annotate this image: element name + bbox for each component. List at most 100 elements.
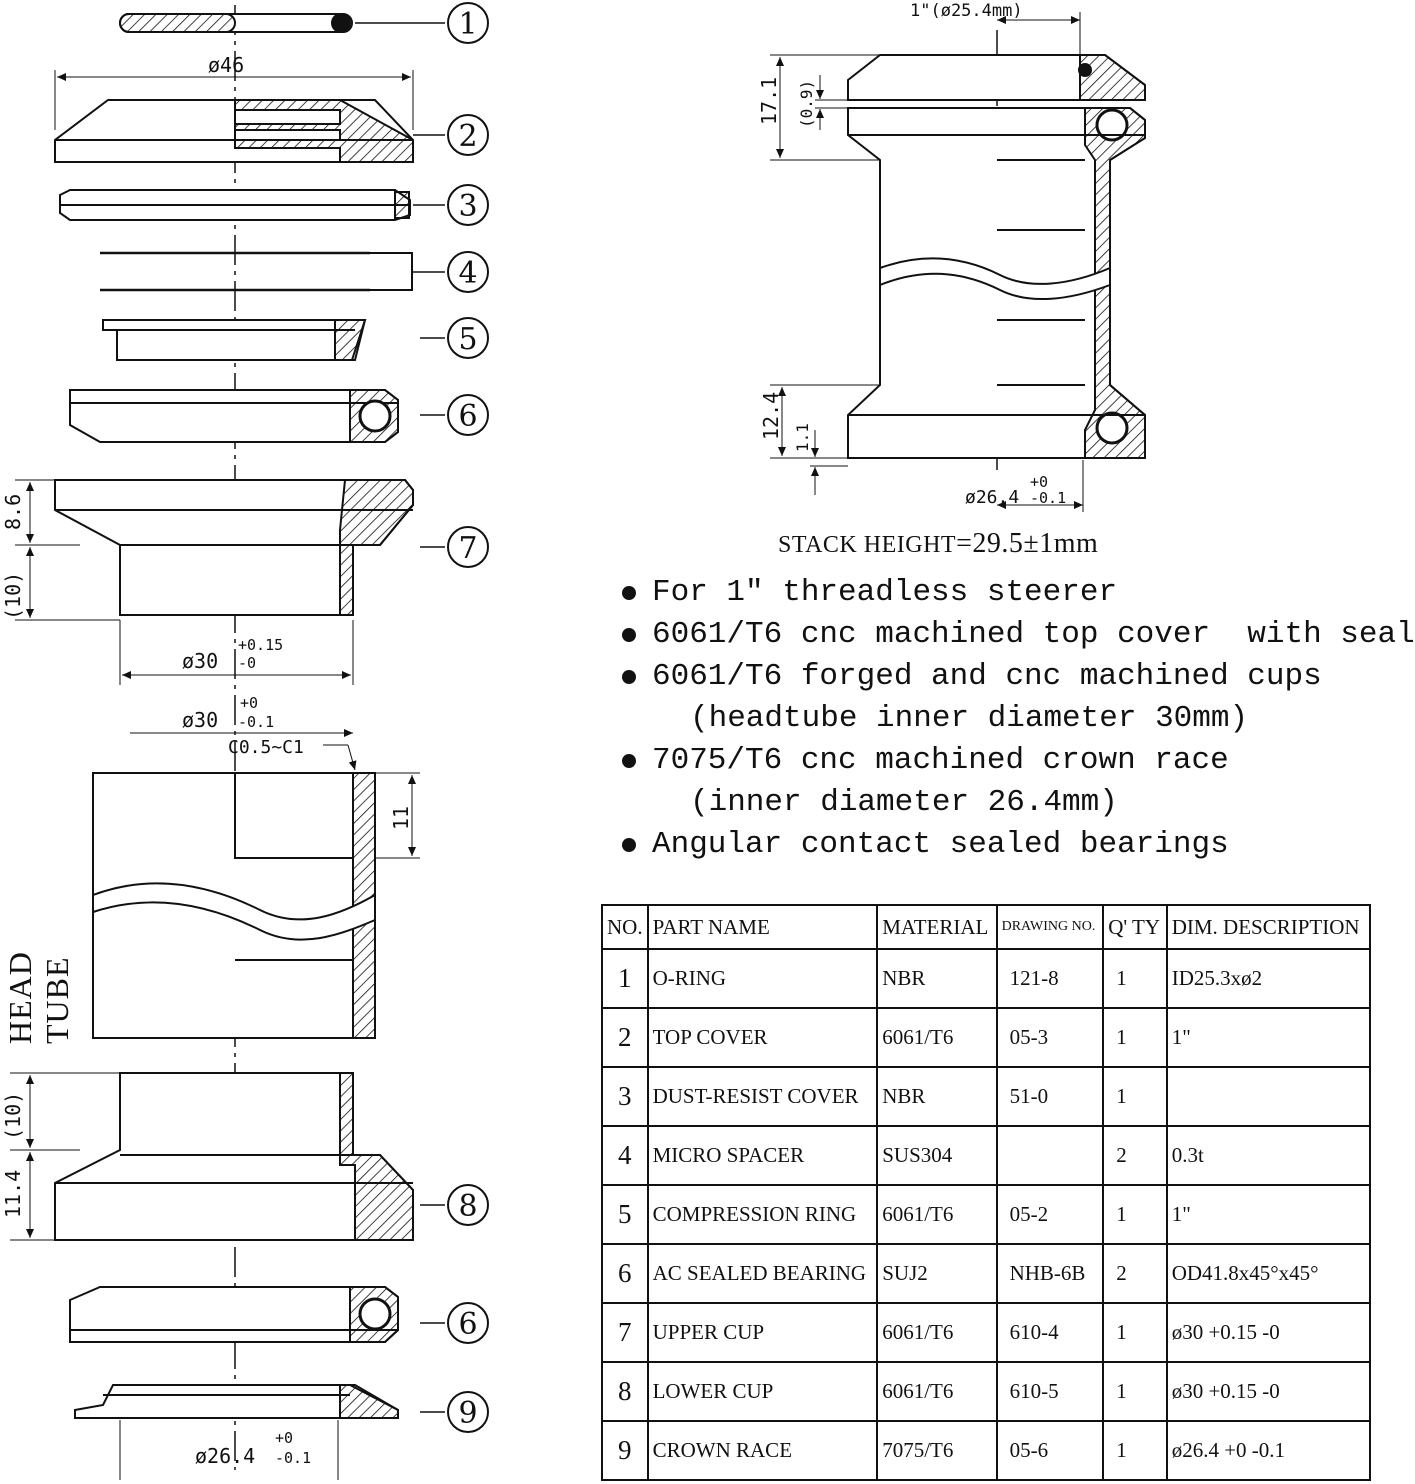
cell-material: NBR	[876, 948, 998, 1009]
bullet-icon	[622, 754, 636, 768]
callout-label: 1	[458, 7, 477, 42]
cell-qty: 1	[1102, 948, 1168, 1009]
cell-part-name: O-RING	[646, 948, 879, 1009]
cell-dim: OD41.8x45°x45°	[1165, 1243, 1372, 1304]
cell-drawing-no: 05-3	[995, 1007, 1105, 1068]
header-part-name: PART NAME	[646, 904, 879, 950]
cell-dim: 1"	[1165, 1184, 1372, 1245]
cell-no: 8	[601, 1361, 649, 1422]
cell-no: 1	[601, 948, 649, 1009]
cell-part-name: MICRO SPACER	[646, 1125, 879, 1186]
bullet-icon	[622, 586, 636, 600]
cell-drawing-no: 610-4	[995, 1302, 1105, 1363]
compression-ring-part	[102, 319, 367, 361]
cell-material: 6061/T6	[876, 1361, 998, 1422]
stack-height: STACK HEIGHT=29.5±1mm	[778, 528, 1098, 560]
cell-part-name: UPPER CUP	[646, 1302, 879, 1363]
cell-dim: 1"	[1165, 1007, 1372, 1068]
callout-label: 7	[458, 531, 477, 566]
callout-label: 8	[458, 1189, 477, 1224]
dim-steerer-diameter: 1"(ø25.4mm)	[910, 1, 1023, 21]
head-tube-section	[92, 729, 420, 1039]
spec-item: Angular contact sealed bearings	[620, 824, 1415, 866]
cell-qty: 1	[1102, 1066, 1168, 1127]
callout-9	[447, 1391, 489, 1433]
callout-2	[447, 114, 489, 156]
assembly-section-drawing	[770, 12, 1146, 512]
table-header-row: NO. PART NAME MATERIAL DRAWING NO. Q' TY…	[601, 904, 1372, 950]
callout-label: 4	[458, 256, 477, 291]
cell-part-name: LOWER CUP	[646, 1361, 879, 1422]
callout-label: 2	[458, 119, 477, 154]
bullet-icon	[622, 670, 636, 684]
cell-qty: 1	[1102, 1184, 1168, 1245]
cell-qty: 1	[1102, 1361, 1168, 1422]
cell-no: 5	[601, 1184, 649, 1245]
dim-diameter-30-bore: ø30	[182, 708, 218, 732]
spec-text: 6061/T6 forged and cnc machined cups	[652, 659, 1322, 694]
dim-tolerance-upper: +0	[1030, 473, 1048, 491]
cell-qty: 2	[1102, 1125, 1168, 1186]
dim-height-8-6: 8.6	[1, 494, 25, 530]
dim-tolerance-upper: +0	[240, 694, 258, 712]
callout-1	[447, 2, 489, 44]
upper-cup-part	[15, 479, 414, 685]
spec-subtext: (inner diameter 26.4mm)	[690, 785, 1118, 820]
dim-height-10: (10)	[1, 572, 25, 620]
callout-5	[447, 317, 489, 359]
upper-bearing-part	[69, 389, 399, 443]
cell-drawing-no: 610-5	[995, 1361, 1105, 1422]
callout-6b	[447, 1302, 489, 1344]
top-cover-part	[54, 70, 414, 163]
dim-tolerance-lower: -0.1	[275, 1449, 311, 1467]
callout-label: 9	[458, 1396, 477, 1431]
cell-qty: 1	[1102, 1420, 1168, 1481]
cell-material: SUJ2	[876, 1243, 998, 1304]
header-no: NO.	[601, 904, 649, 950]
dim-height-0-9: (0.9)	[797, 80, 816, 128]
cell-no: 6	[601, 1243, 649, 1304]
micro-spacer-part	[100, 251, 413, 292]
callout-label: 5	[458, 322, 477, 357]
stack-height-value: =29.5±1mm	[956, 528, 1099, 559]
dim-height-1-1: 1.1	[793, 423, 812, 452]
dim-tolerance-lower: -0.1	[1030, 489, 1066, 507]
spec-list: For 1" threadless steerer 6061/T6 cnc ma…	[620, 572, 1415, 866]
dim-height-11: 11	[389, 806, 413, 830]
bullet-icon	[622, 628, 636, 642]
cell-no: 3	[601, 1066, 649, 1127]
dim-height-12-4: 12.4	[759, 392, 783, 440]
head-tube-label: HEAD TUBE	[2, 951, 75, 1044]
dim-height-11-4: 11.4	[1, 1170, 25, 1218]
dim-crown-race-diameter: ø26.4	[965, 487, 1019, 508]
exploded-headset-drawing: 1 2 3 4 5 6 7 8 6 9 ø46 8.6 (10) ø30 +0.…	[1, 1, 1146, 1480]
cell-part-name: CROWN RACE	[646, 1420, 879, 1481]
cell-no: 9	[601, 1420, 649, 1481]
callout-6	[447, 394, 489, 436]
cell-material: NBR	[876, 1066, 998, 1127]
cell-material: 6061/T6	[876, 1302, 998, 1363]
callout-8	[447, 1184, 489, 1226]
cell-material: 6061/T6	[876, 1184, 998, 1245]
spec-text: 7075/T6 cnc machined crown race	[652, 743, 1229, 778]
cell-material: 7075/T6	[876, 1420, 998, 1481]
dim-height-17-1: 17.1	[757, 77, 781, 125]
lower-cup-part	[10, 1072, 414, 1241]
spec-item: 6061/T6 forged and cnc machined cups(hea…	[620, 656, 1415, 740]
bullet-icon	[622, 838, 636, 852]
callout-label: 3	[458, 189, 477, 224]
lower-bearing-part	[69, 1286, 399, 1343]
callout-label: 6	[458, 1307, 477, 1342]
cell-drawing-no: 05-6	[995, 1420, 1105, 1481]
header-dim-description: DIM. DESCRIPTION	[1165, 904, 1372, 950]
dim-diameter-46: ø46	[208, 53, 244, 77]
o-ring-part	[119, 13, 353, 33]
cell-qty: 1	[1102, 1007, 1168, 1068]
